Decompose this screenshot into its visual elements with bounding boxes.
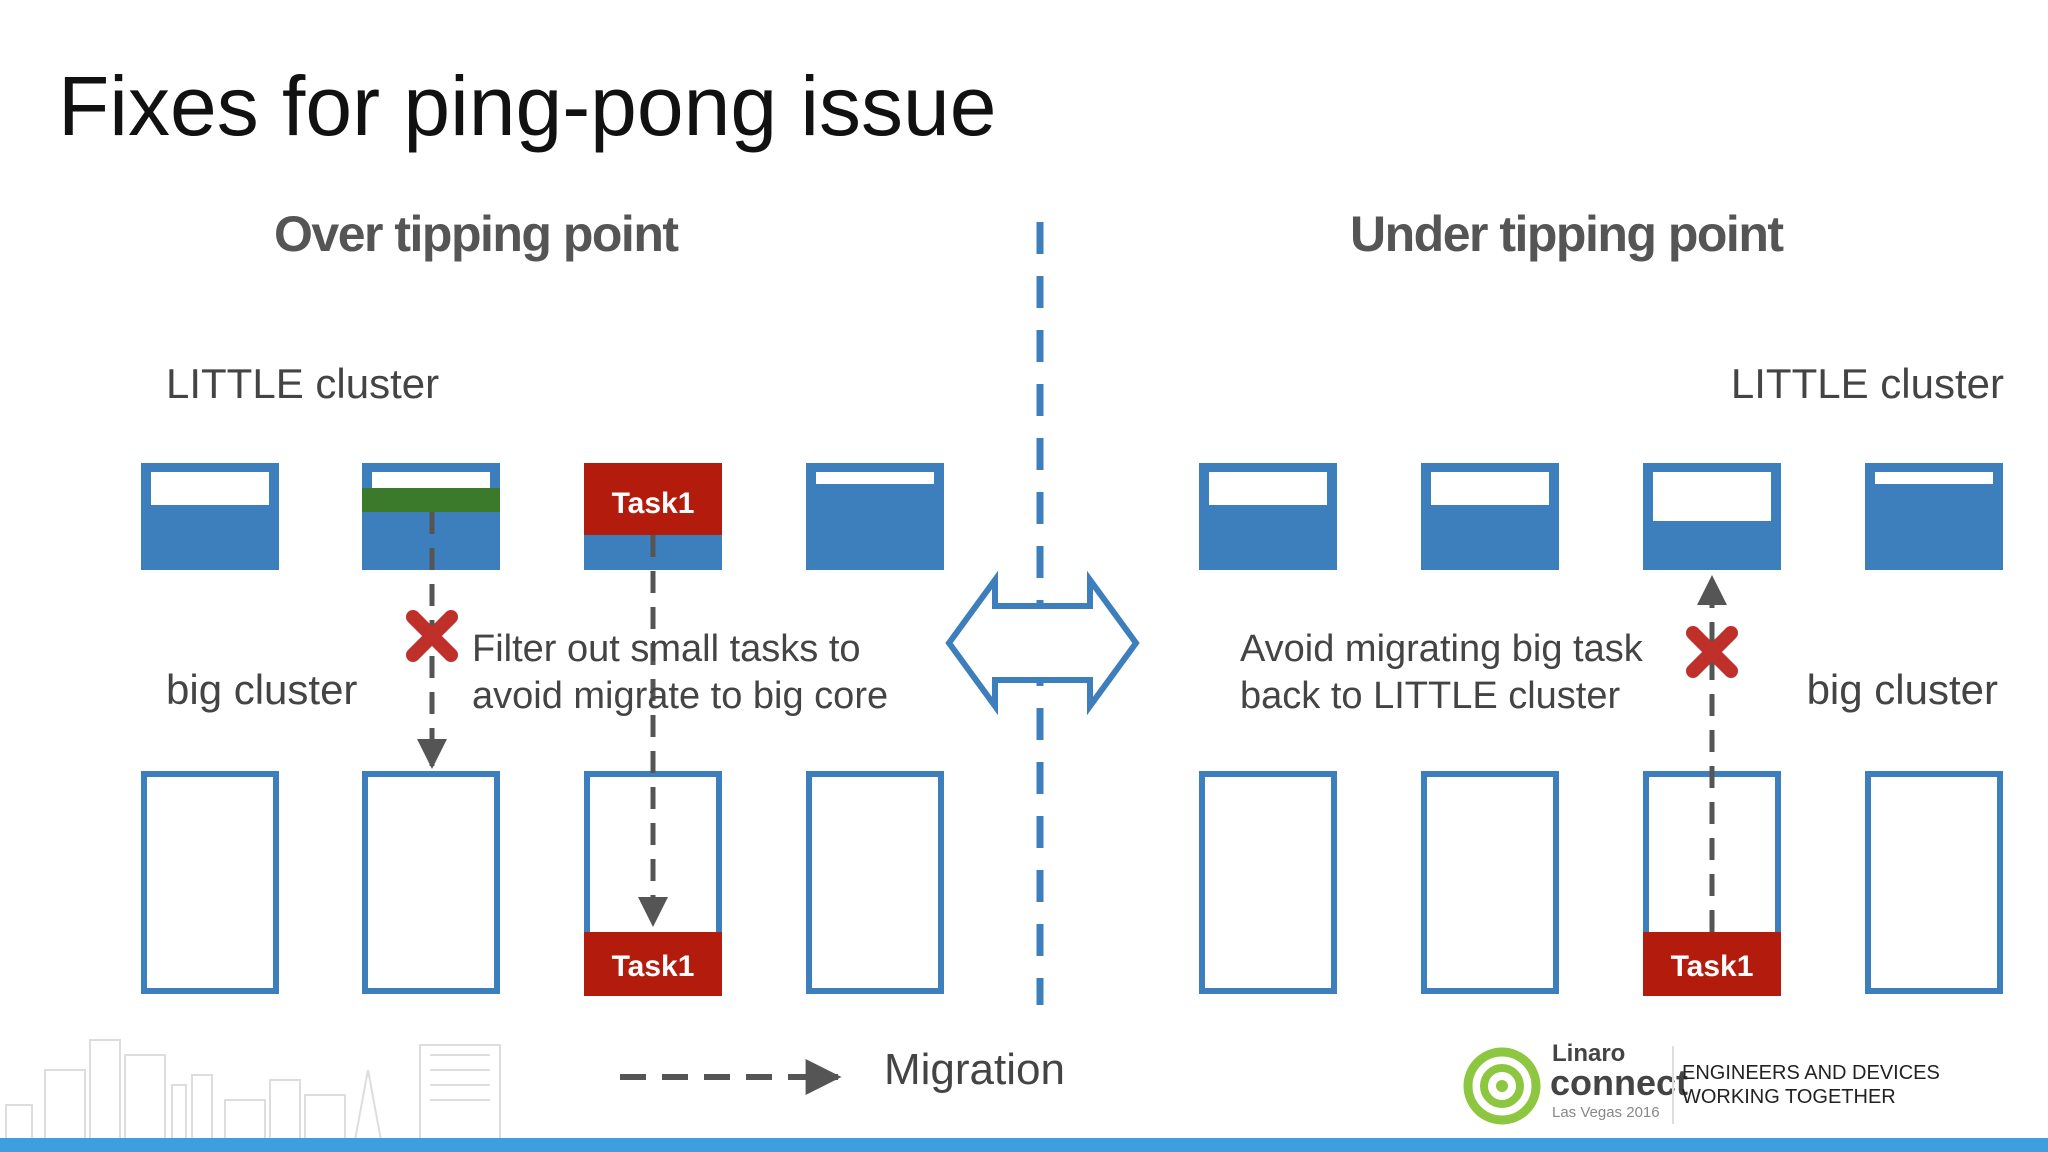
- right-big-core-2: [1421, 771, 1559, 994]
- small-task-block: [362, 488, 500, 512]
- cross-icon: [1686, 626, 1738, 678]
- right-big-cluster-label: big cluster: [1806, 666, 1998, 713]
- event-name: Las Vegas 2016: [1552, 1104, 1660, 1121]
- left-little-core-1: [141, 463, 279, 570]
- product-name: connect: [1550, 1062, 1689, 1103]
- skyline-icon: [5, 1039, 501, 1140]
- left-heading: Over tipping point: [274, 206, 679, 262]
- right-little-core-1: [1199, 463, 1337, 570]
- logo-divider: [1672, 1046, 1674, 1124]
- legend-label: Migration: [884, 1045, 1065, 1094]
- left-note-line2: avoid migrate to big core: [472, 675, 889, 717]
- left-little-core-3: Task1: [584, 463, 722, 570]
- right-note-line2: back to LITTLE cluster: [1240, 675, 1621, 717]
- task1-little-label: Task1: [612, 487, 695, 520]
- cross-icon: [406, 610, 458, 662]
- left-big-cluster-label: big cluster: [166, 666, 358, 713]
- left-big-core-1: [141, 771, 279, 994]
- right-big-core-1: [1199, 771, 1337, 994]
- brand-name: Linaro: [1552, 1040, 1626, 1067]
- right-little-cluster-label: LITTLE cluster: [1730, 360, 2004, 407]
- task1-big-right: Task1: [1643, 932, 1781, 996]
- linaro-logo-icon: [1463, 1047, 1541, 1125]
- task1-big-right-label: Task1: [1671, 950, 1754, 983]
- tagline-line1: ENGINEERS AND DEVICES: [1682, 1062, 1940, 1084]
- right-little-core-4: [1865, 463, 2003, 570]
- footer-bar: [0, 1138, 2048, 1152]
- left-note-line1: Filter out small tasks to: [472, 628, 861, 670]
- right-little-core-2: [1421, 463, 1559, 570]
- left-big-core-4: [806, 771, 944, 994]
- tagline-line2: WORKING TOGETHER: [1682, 1086, 1896, 1108]
- left-little-cluster-label: LITTLE cluster: [166, 360, 440, 407]
- right-heading: Under tipping point: [1350, 206, 1784, 262]
- right-big-core-4: [1865, 771, 2003, 994]
- double-arrow-icon: [945, 570, 1140, 716]
- task1-little-block: [584, 463, 722, 535]
- left-big-core-2: [362, 771, 500, 994]
- right-note-line1: Avoid migrating big task: [1240, 628, 1643, 670]
- left-little-core-4: [806, 463, 944, 570]
- task1-big-left-label: Task1: [612, 950, 695, 983]
- left-note: Filter out small tasks to avoid migrate …: [472, 626, 888, 720]
- task1-big-left: Task1: [584, 932, 722, 996]
- page-title: Fixes for ping-pong issue: [58, 59, 997, 153]
- right-little-core-3: [1643, 463, 1781, 570]
- branding: Linaro connect Las Vegas 2016 ENGINEERS …: [1462, 1040, 2002, 1130]
- right-note: Avoid migrating big task back to LITTLE …: [1240, 626, 1643, 720]
